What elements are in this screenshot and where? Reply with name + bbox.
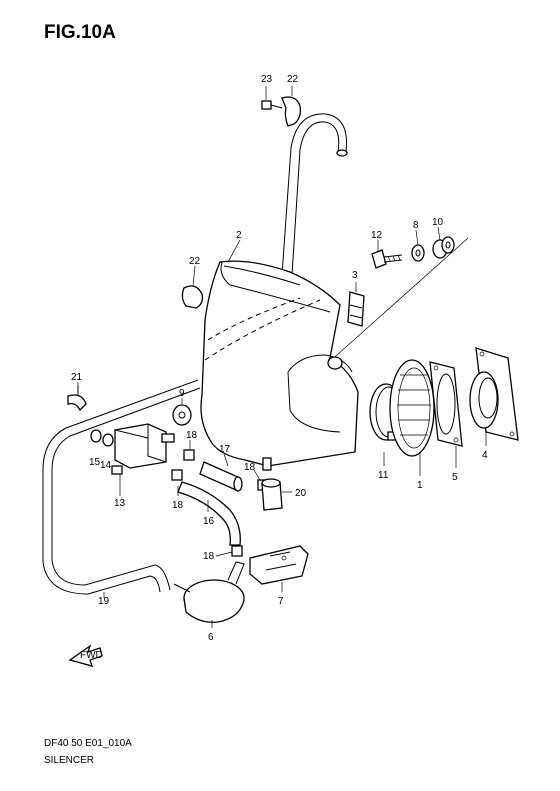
silencer-hidden-line-1	[204, 299, 321, 361]
intake-flange-4	[469, 347, 519, 441]
callout-14: 14	[100, 460, 112, 471]
callout-2: 2	[236, 230, 242, 241]
silencer-inlet-shadow	[287, 371, 341, 433]
callout-7: 7	[278, 596, 284, 607]
callout-4: 4	[482, 450, 488, 461]
callout-18-b: 18	[172, 500, 184, 511]
callout-18-d: 18	[203, 551, 215, 562]
breather-hose-outer	[291, 121, 340, 276]
callout-18-c: 18	[244, 462, 256, 473]
grommet-9	[172, 404, 192, 426]
callout-23: 23	[261, 74, 273, 85]
callout-10: 10	[432, 217, 444, 228]
callout-17: 17	[219, 444, 231, 455]
callout-9: 9	[179, 388, 185, 399]
filter-6	[173, 561, 245, 623]
silencer-top-rim	[220, 261, 331, 313]
callout-16: 16	[203, 516, 215, 527]
hose-17	[199, 461, 243, 492]
callout-8: 8	[413, 220, 419, 231]
clamp-22-top	[281, 96, 302, 127]
callout-20: 20	[295, 488, 307, 499]
callout-11: 11	[378, 470, 389, 481]
hose-19-inner	[42, 379, 199, 595]
callout-22-side: 22	[189, 256, 201, 267]
clamp-22-side	[181, 285, 204, 309]
clip-18-a	[183, 449, 195, 461]
bolt-12	[371, 249, 403, 269]
callout-15: 15	[89, 457, 101, 468]
hose-16	[177, 481, 241, 546]
gasket-5	[429, 361, 463, 447]
silencer-inlet-opening	[287, 354, 353, 373]
breather-hose-inner	[281, 113, 348, 276]
clip-21	[67, 385, 87, 412]
bracket-7	[249, 545, 309, 585]
callout-12: 12	[371, 230, 383, 241]
callout-21: 21	[71, 372, 83, 383]
callout-1: 1	[417, 480, 423, 491]
callout-6: 6	[208, 632, 214, 643]
figure-name: SILENCER	[44, 755, 95, 766]
hose-19-outer	[51, 387, 201, 591]
leader-line-main	[317, 237, 469, 373]
fwd-label: FWD	[80, 650, 103, 661]
grommet-14	[102, 433, 114, 447]
bolt-23	[261, 100, 283, 110]
callout-3: 3	[352, 270, 358, 281]
callout-22-top: 22	[287, 74, 299, 85]
silencer-top-edge	[223, 265, 301, 286]
callout-5: 5	[452, 472, 458, 483]
callout-18-a: 18	[186, 430, 198, 441]
figure-title: FIG.10A	[44, 22, 116, 43]
silencer-drain-nipple	[262, 457, 272, 471]
washer-15	[90, 429, 102, 443]
fwd-arrow: FWD	[68, 644, 103, 667]
hose-20	[261, 478, 283, 511]
valve-13	[111, 423, 175, 475]
clip-3	[347, 291, 365, 327]
clip-18-b	[171, 469, 183, 481]
silencer-body	[200, 260, 359, 467]
silencer-inlet-boss	[327, 356, 343, 370]
callout-19: 19	[98, 596, 110, 607]
grommet-10	[432, 236, 455, 259]
figure-code: DF40 50 E01_010A	[44, 738, 132, 749]
washer-8	[411, 244, 425, 262]
callout-13: 13	[114, 498, 126, 509]
breather-hose-end	[336, 149, 348, 157]
clip-18-d	[231, 545, 243, 557]
filter-screen-1	[389, 359, 435, 457]
